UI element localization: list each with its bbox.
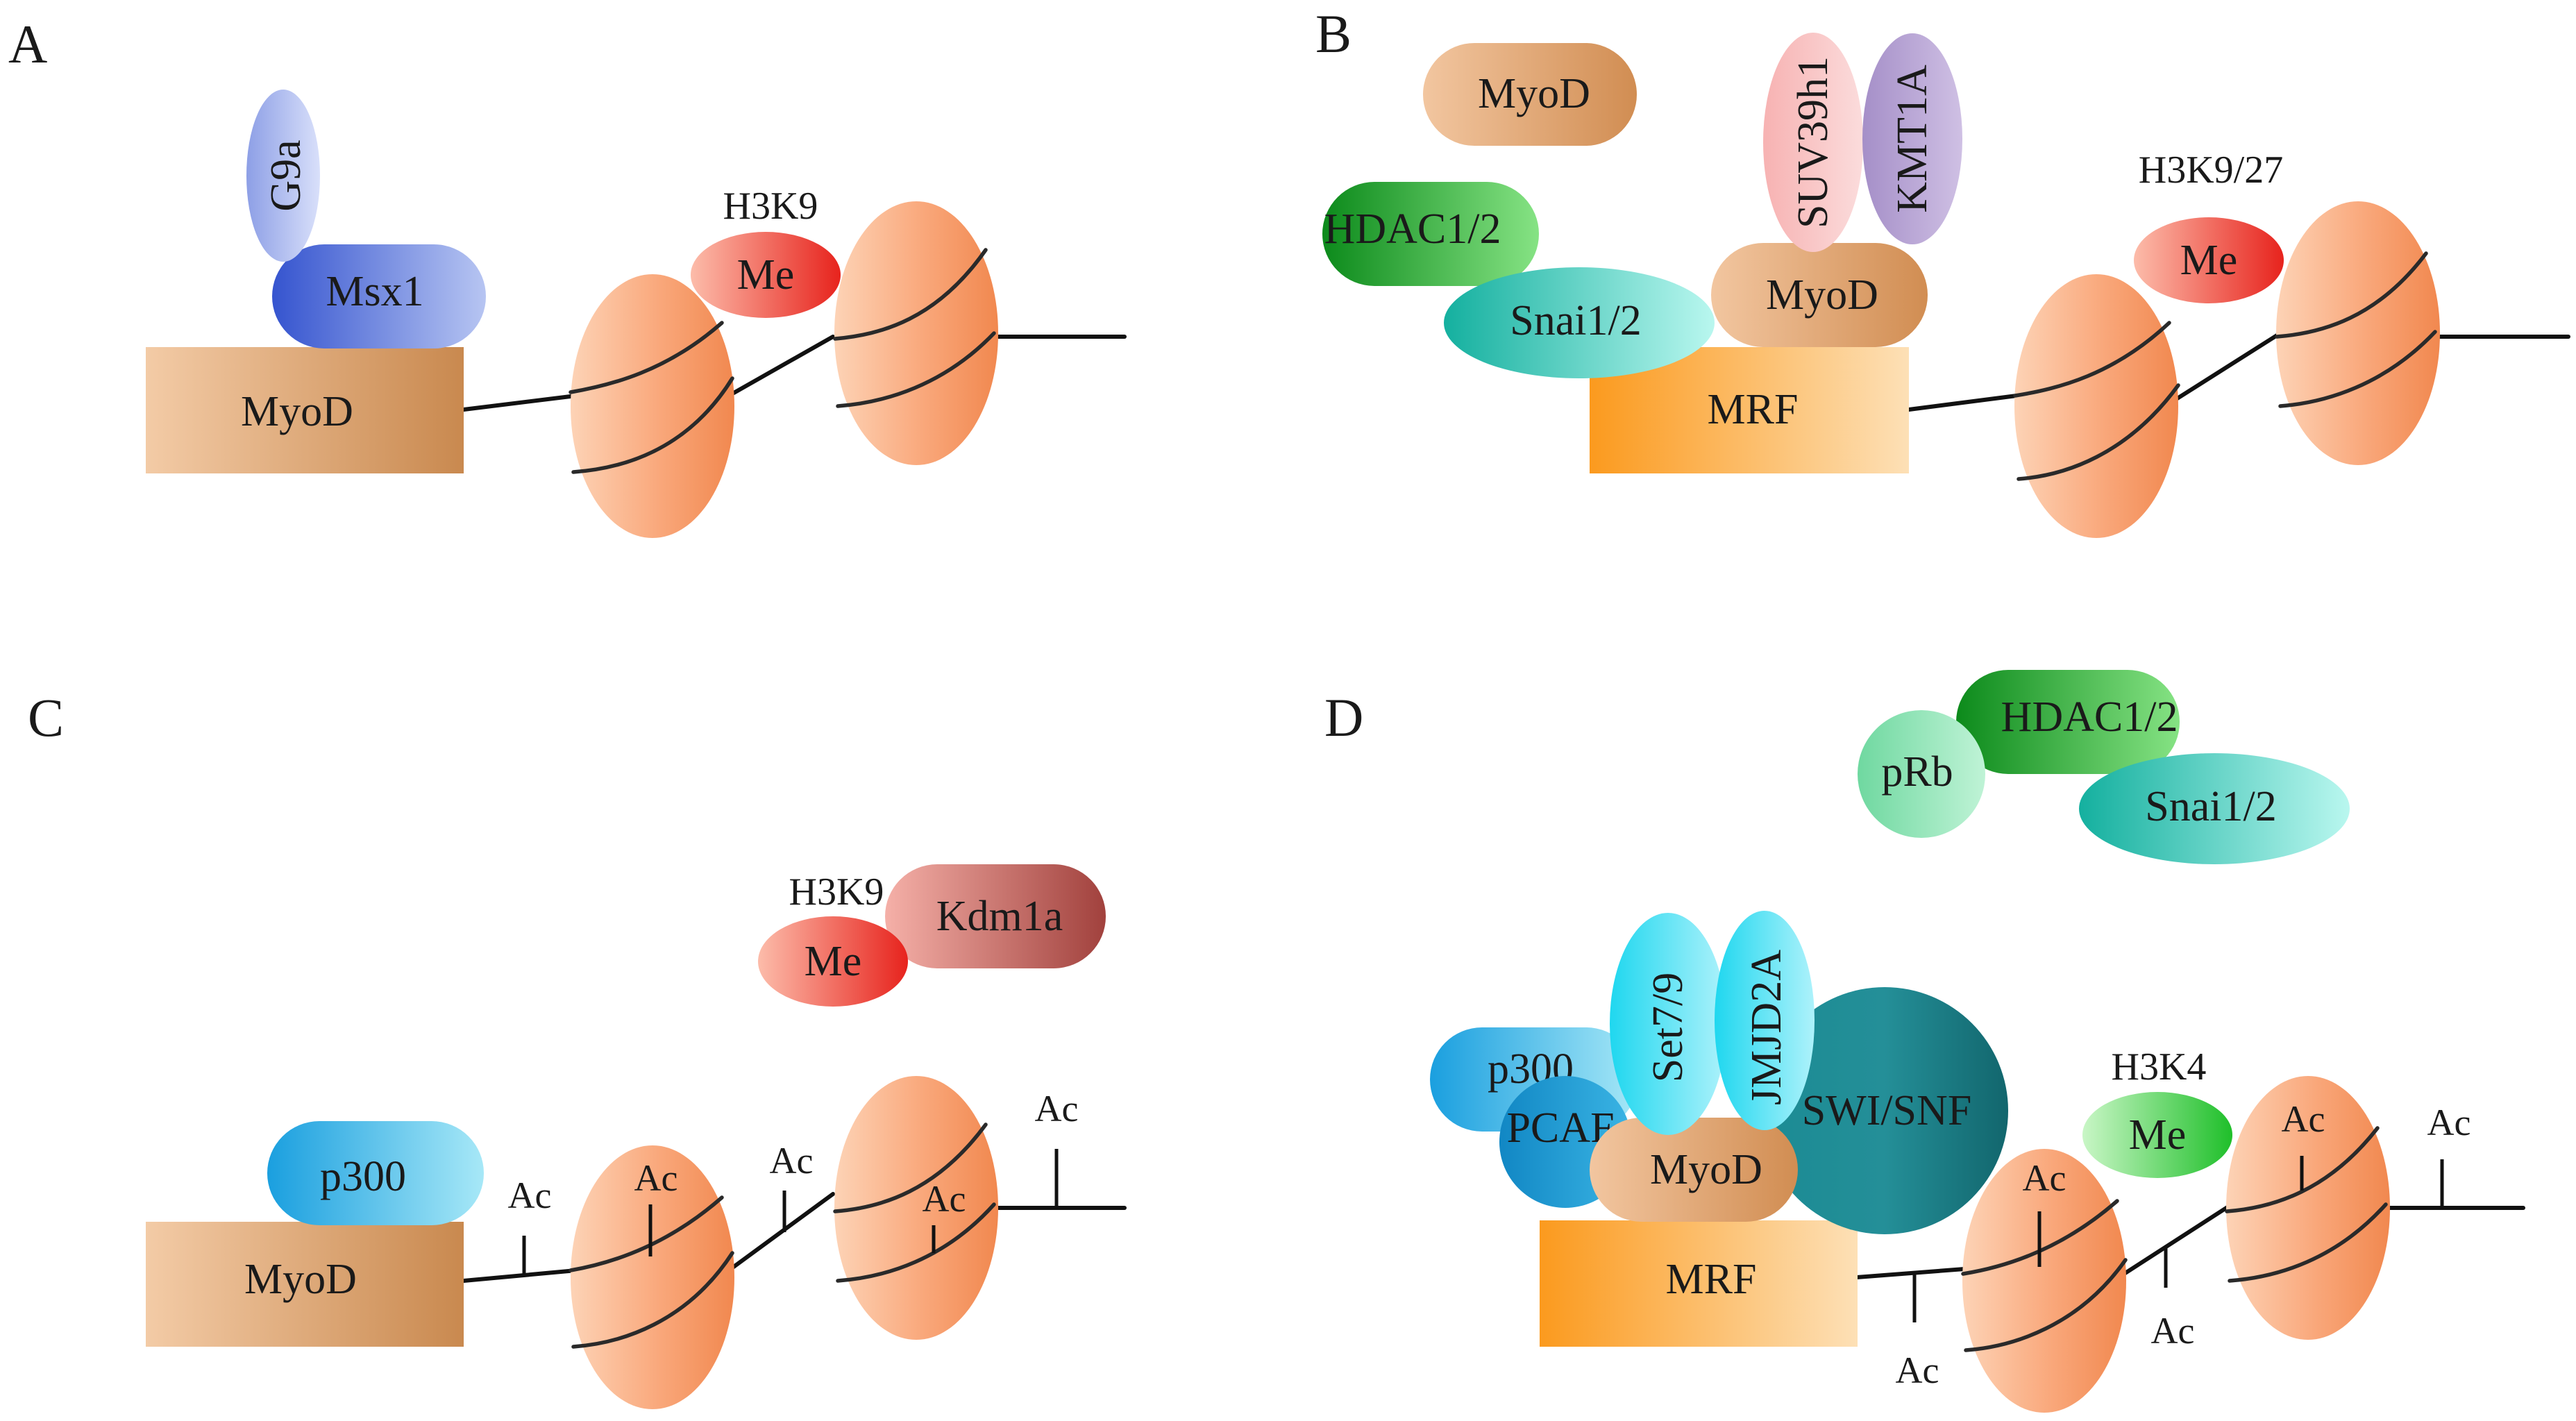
snai-label: Snai1/2: [1510, 297, 1641, 344]
myod-box: [146, 1222, 464, 1347]
ac-label: Ac: [2282, 1098, 2325, 1140]
jmjd2a-protein: [1715, 911, 1815, 1130]
myod-protein: [1590, 1118, 1798, 1222]
p300-protein: [267, 1121, 484, 1225]
snai-protein: [1444, 267, 1715, 378]
panel-b: B MRF MyoD HDAC1/2 Snai1/2 MyoD: [1315, 3, 2570, 538]
dna-linker: [727, 1192, 835, 1272]
ac-label: Ac: [2427, 1102, 2471, 1143]
kmt1a-label: KMT1A: [1889, 65, 1936, 213]
hdac-label: HDAC1/2: [1324, 205, 1501, 253]
methyl-mark: [691, 232, 841, 318]
myod-box: [146, 347, 464, 473]
ac-label: Ac: [508, 1175, 552, 1216]
suv39h1-label: SUV39h1: [1790, 56, 1837, 228]
swisnf-complex: [1761, 987, 2008, 1234]
myod-free-protein: [1423, 43, 1637, 146]
suv39h1-protein: [1763, 33, 1863, 252]
snai-label: Snai1/2: [2145, 783, 2276, 830]
h3k4-mark-label: H3K4: [2112, 1045, 2207, 1088]
prb-label: pRb: [1881, 748, 1953, 796]
hdac-protein: [1956, 670, 2180, 774]
panel-c-letter: C: [28, 687, 64, 748]
ac-label: Ac: [2023, 1157, 2066, 1199]
nucleosome: [833, 1076, 998, 1340]
swisnf-label: SWI/SNF: [1802, 1087, 1972, 1134]
set79-protein: [1610, 913, 1726, 1135]
panel-a-letter: A: [8, 14, 47, 74]
me-label: Me: [805, 938, 862, 985]
kmt1a-protein: [1862, 33, 1962, 244]
dna-linker: [1855, 1267, 1967, 1279]
mrf-label: MRF: [1708, 386, 1799, 433]
nucleosome: [569, 1145, 734, 1409]
set79-label: Set7/9: [1644, 973, 1692, 1082]
myod-label: MyoD: [1650, 1146, 1762, 1193]
nucleosome: [569, 274, 734, 538]
dna-linker: [462, 1268, 578, 1283]
kdm1a-label: Kdm1a: [936, 893, 1063, 940]
h3k9-mark-label: H3K9: [789, 871, 884, 914]
mrf-box: [1540, 1220, 1858, 1347]
nucleosome: [1961, 1149, 2128, 1413]
ac-label: Ac: [923, 1178, 966, 1220]
panel-c: C Ac Ac Ac Ac Ac MyoD p300: [28, 687, 1127, 1409]
methyl-mark: [758, 916, 908, 1007]
g9a-protein: [246, 90, 320, 262]
h3k9-mark-label: H3K9: [723, 185, 818, 228]
me-label: Me: [2129, 1111, 2187, 1159]
ac-label: Ac: [1035, 1088, 1079, 1129]
ac-label: Ac: [770, 1140, 814, 1182]
methyl-mark: [2082, 1092, 2232, 1178]
myod-label: MyoD: [241, 388, 353, 435]
panel-d: D HDAC1/2 pRb Snai1/2 Ac Ac Ac: [1324, 670, 2525, 1413]
dna-linker: [727, 335, 835, 398]
g9a-label: G9a: [262, 140, 310, 211]
pcaf-label: PCAF: [1506, 1104, 1614, 1152]
myod-label: MyoD: [244, 1256, 357, 1303]
nucleosome: [833, 201, 998, 465]
nucleosome: [2013, 274, 2180, 538]
panel-b-letter: B: [1315, 3, 1352, 64]
p300-label: p300: [320, 1153, 406, 1200]
msx1-label: Msx1: [326, 268, 423, 315]
ac-label: Ac: [634, 1157, 678, 1199]
dna-linker: [462, 394, 578, 412]
h3k9-27-mark-label: H3K9/27: [2139, 149, 2283, 192]
nucleosome: [2225, 1076, 2390, 1340]
prb-protein: [1858, 710, 1985, 838]
hdac-label: HDAC1/2: [2001, 693, 2178, 741]
jmjd2a-label: JMJD2A: [1743, 950, 1790, 1105]
nucleosome: [2275, 201, 2440, 465]
kdm1a-protein: [885, 864, 1106, 968]
me-label: Me: [2180, 237, 2238, 284]
dna-linker: [2122, 1202, 2234, 1276]
myod-top-label: MyoD: [1478, 70, 1590, 117]
ac-label: Ac: [1896, 1349, 1939, 1391]
panel-d-letter: D: [1324, 687, 1363, 748]
msx1-protein: [272, 244, 486, 348]
dna-linker: [1907, 394, 2019, 412]
dna-linker: [2174, 331, 2282, 401]
snai-protein: [2079, 753, 2350, 864]
myod-label: MyoD: [1766, 271, 1878, 319]
panel-a: A MyoD Msx1 G9a H3K9 Me: [8, 14, 1127, 538]
hdac-protein: [1322, 182, 1539, 286]
myod-protein: [1711, 243, 1928, 347]
mrf-label: MRF: [1666, 1256, 1757, 1303]
ac-label: Ac: [2151, 1310, 2195, 1352]
me-label: Me: [737, 251, 795, 299]
methyl-mark: [2134, 217, 2284, 303]
